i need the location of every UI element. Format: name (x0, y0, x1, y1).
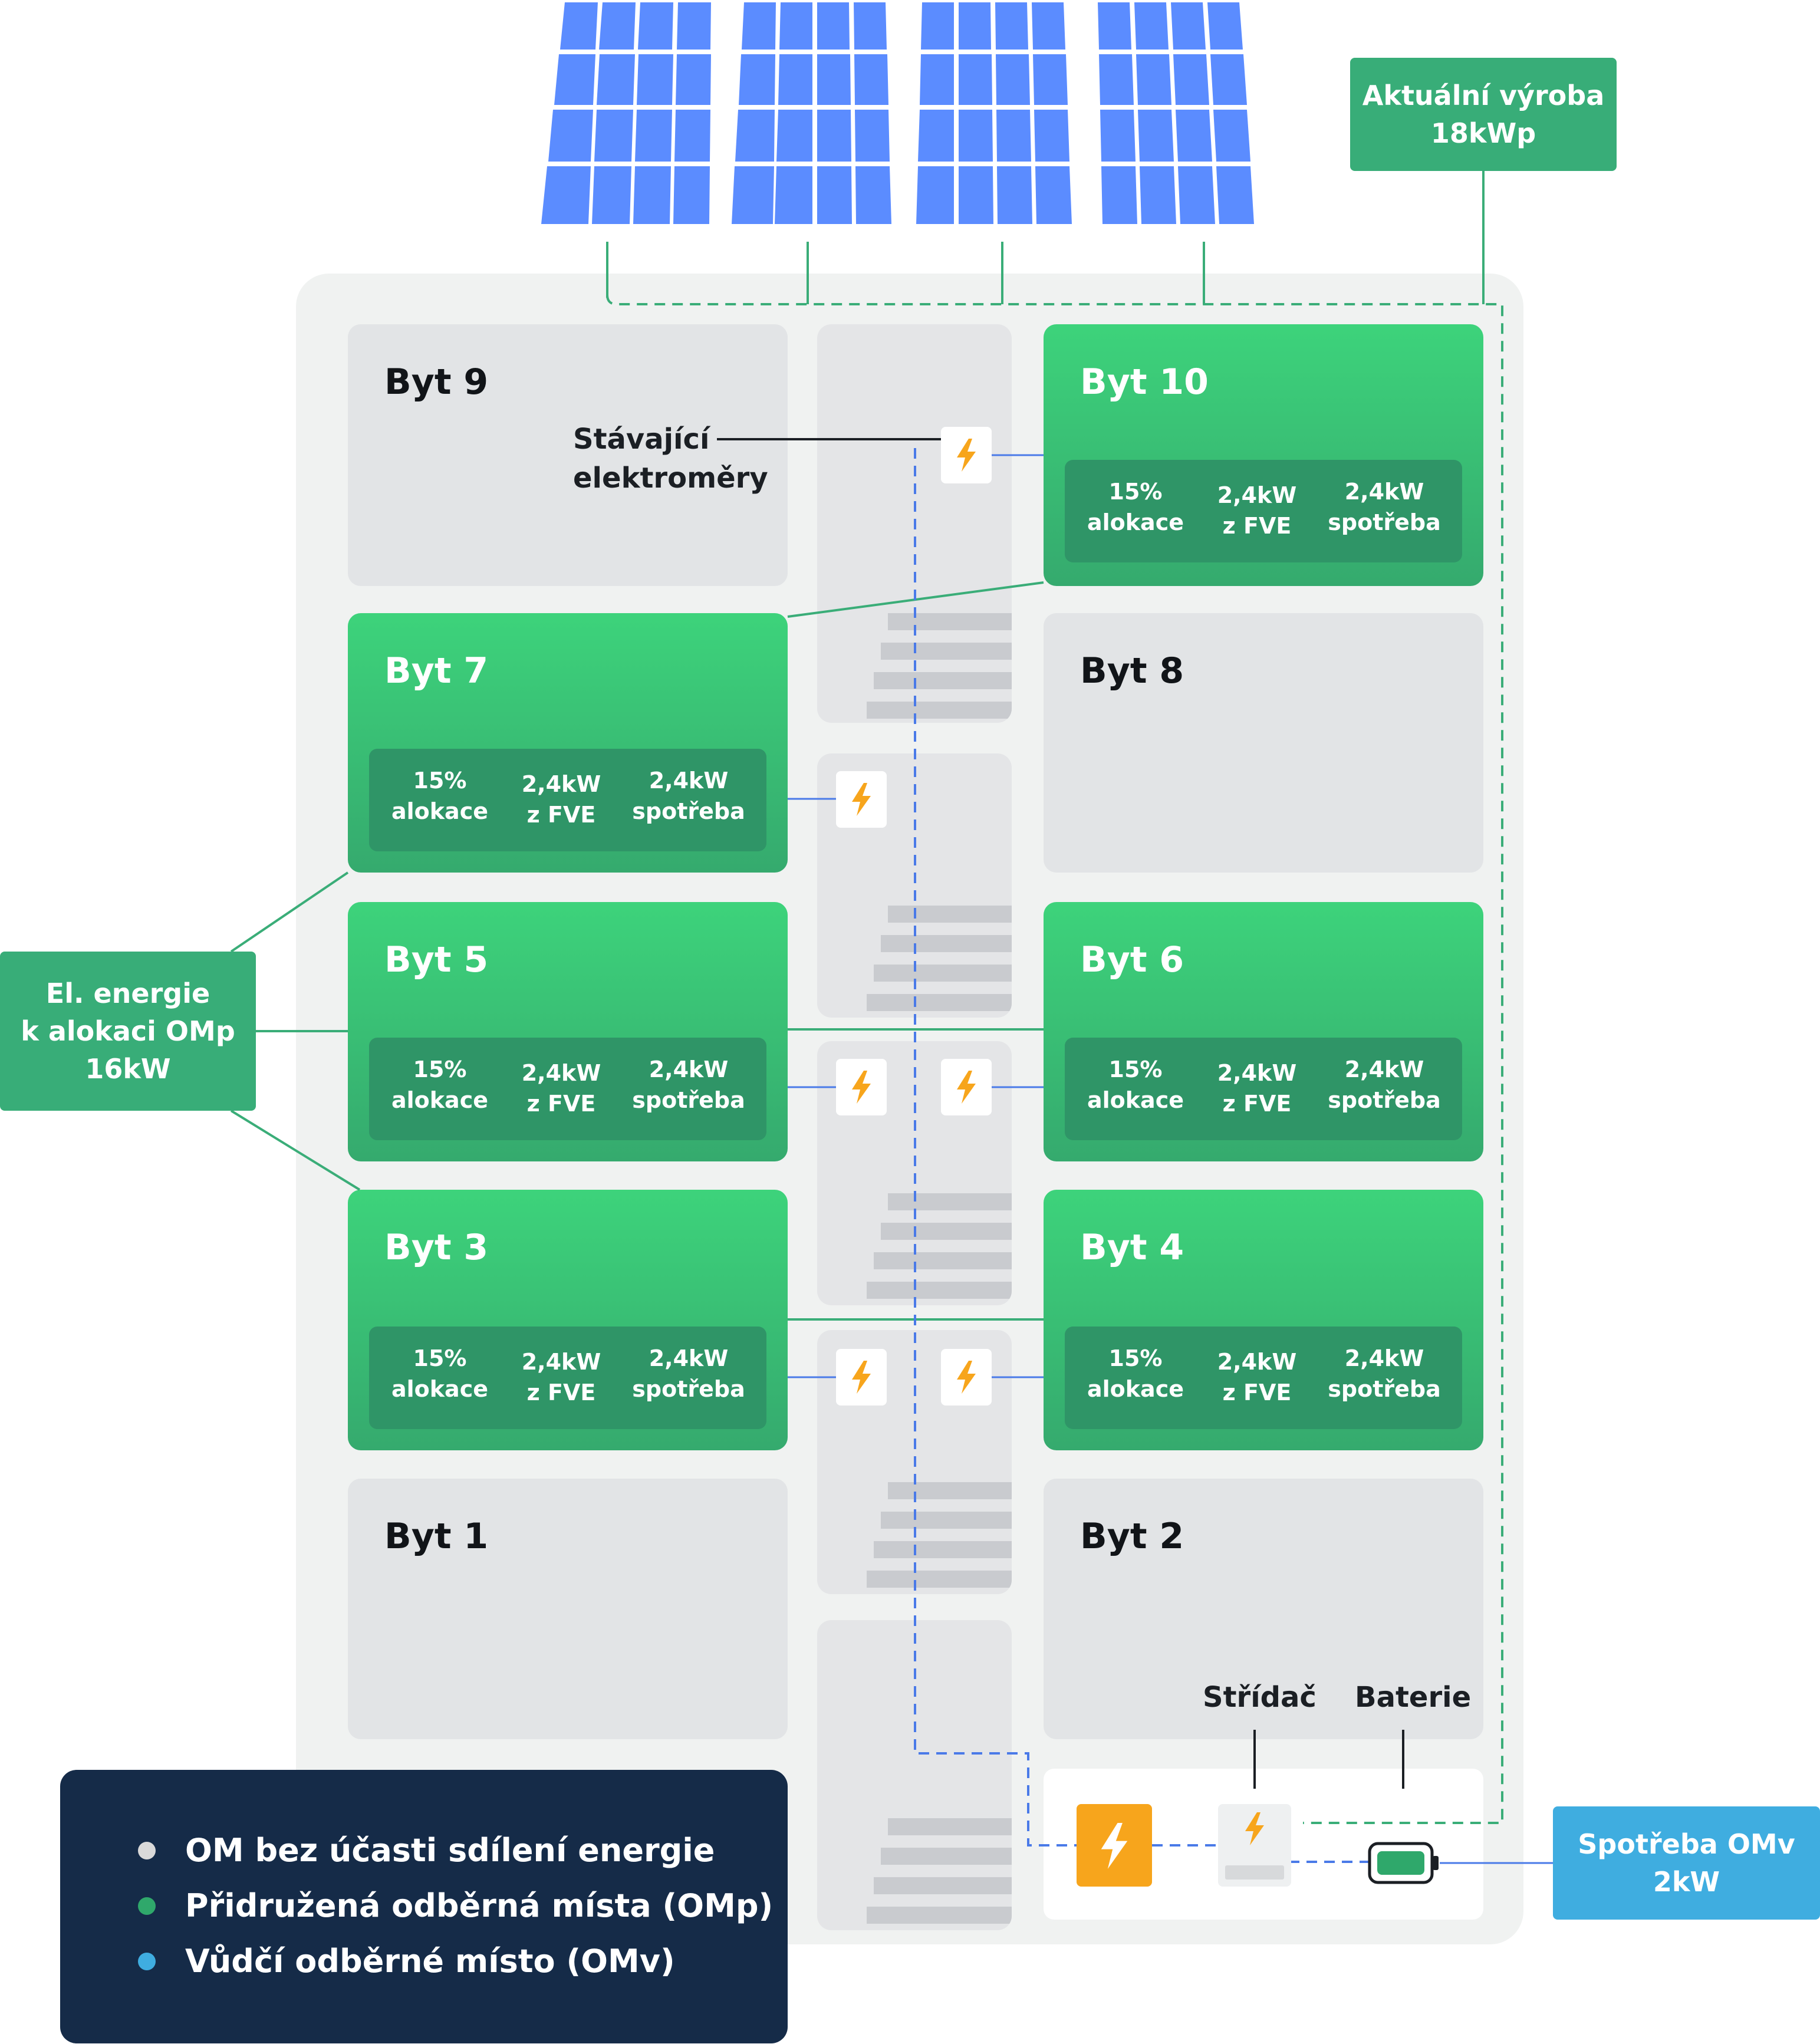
distribution-line (914, 448, 1080, 1846)
power-from-pv: 2,4kW z FVE (1217, 482, 1297, 539)
battery-icon (1368, 1842, 1439, 1884)
power-from-pv: 2,4kW z FVE (521, 771, 601, 828)
allocation-callout-text: El. energie k alokaci OMp 16kW (21, 977, 235, 1085)
apartment-title: Byt 10 (1080, 361, 1209, 403)
apartment-7: Byt 7 15% alokace 2,4kW z FVE 2,4kW spot… (348, 613, 788, 873)
solar-panel-1 (541, 2, 711, 224)
apartment-title: Byt 1 (384, 1516, 489, 1557)
inverter (1218, 1804, 1291, 1887)
electricity-meter (941, 1349, 992, 1406)
solar-panel-2 (732, 2, 891, 224)
power-consumption: 2,4kW spotřeba (1328, 1345, 1441, 1402)
legend: OM bez účasti sdílení energie Přidružená… (60, 1770, 788, 2043)
lightning-icon (957, 1361, 976, 1394)
allocation-line (230, 1110, 361, 1191)
production-callout: Aktuální výroba 18kWp (1350, 58, 1617, 171)
main-meter (1077, 1804, 1152, 1887)
legend-item: Přidružená odběrná místa (OMp) (138, 1884, 774, 1927)
allocation-share: 15% alokace (1087, 1345, 1184, 1402)
lightning-icon (852, 1361, 871, 1394)
apartment-1: Byt 1 (348, 1479, 788, 1739)
apartment-stats: 15% alokace 2,4kW z FVE 2,4kW spotřeba (369, 1327, 766, 1429)
apartment-title: Byt 2 (1080, 1516, 1184, 1557)
apartment-stats: 15% alokace 2,4kW z FVE 2,4kW spotřeba (1065, 1327, 1462, 1429)
apartment-stats: 15% alokace 2,4kW z FVE 2,4kW spotřeba (1065, 460, 1462, 562)
lightning-icon (957, 439, 976, 472)
apartment-stats: 15% alokace 2,4kW z FVE 2,4kW spotřeba (369, 749, 766, 851)
lightning-icon (852, 783, 871, 816)
electricity-meter (836, 1349, 887, 1406)
allocation-callout: El. energie k alokaci OMp 16kW (0, 952, 256, 1111)
power-consumption: 2,4kW spotřeba (1328, 479, 1441, 535)
apartment-title: Byt 5 (384, 939, 489, 980)
apartment-5: Byt 5 15% alokace 2,4kW z FVE 2,4kW spot… (348, 902, 788, 1161)
allocation-share: 15% alokace (391, 768, 488, 824)
inverter-label: Střídač (1203, 1681, 1317, 1714)
allocation-share: 15% alokace (1087, 479, 1184, 535)
apartment-2: Byt 2 (1044, 1479, 1483, 1739)
apartment-title: Byt 9 (384, 361, 489, 403)
solar-panels (541, 2, 1254, 224)
power-from-pv: 2,4kW z FVE (521, 1060, 601, 1117)
stairwell-top (817, 324, 1012, 723)
apartment-title: Byt 3 (384, 1227, 489, 1268)
consumption-callout-text: Spotřeba OMv 2kW (1578, 1828, 1795, 1898)
lightning-icon (957, 1071, 976, 1104)
legend-label: Přidružená odběrná místa (OMp) (185, 1887, 774, 1924)
apartment-title: Byt 8 (1080, 650, 1184, 692)
legend-label: Vůdčí odběrné místo (OMv) (185, 1942, 675, 1980)
legend-item: Vůdčí odběrné místo (OMv) (138, 1940, 675, 1982)
lightning-icon (1101, 1823, 1128, 1869)
apartment-title: Byt 4 (1080, 1227, 1184, 1268)
apartment-stats: 15% alokace 2,4kW z FVE 2,4kW spotřeba (369, 1038, 766, 1140)
allocation-line (230, 871, 349, 953)
lightning-icon (852, 1071, 871, 1104)
electricity-meter (836, 1059, 887, 1115)
power-from-pv: 2,4kW z FVE (1217, 1349, 1297, 1406)
electricity-meter (836, 771, 887, 828)
apartment-9: Byt 9 (348, 324, 788, 586)
legend-dot (138, 1897, 156, 1915)
apartment-8: Byt 8 (1044, 613, 1483, 873)
power-from-pv: 2,4kW z FVE (521, 1349, 601, 1406)
legend-dot (138, 1953, 156, 1970)
solar-panel-3 (916, 2, 1072, 224)
production-callout-text: Aktuální výroba 18kWp (1362, 80, 1605, 149)
consumption-callout: Spotřeba OMv 2kW (1553, 1806, 1820, 1920)
power-from-pv: 2,4kW z FVE (1217, 1060, 1297, 1117)
apartment-10: Byt 10 15% alokace 2,4kW z FVE 2,4kW spo… (1044, 324, 1483, 586)
electricity-meter (941, 1059, 992, 1115)
apartment-4: Byt 4 15% alokace 2,4kW z FVE 2,4kW spot… (1044, 1190, 1483, 1450)
apartment-6: Byt 6 15% alokace 2,4kW z FVE 2,4kW spot… (1044, 902, 1483, 1161)
legend-item: OM bez účasti sdílení energie (138, 1829, 715, 1871)
solar-panel-4 (1098, 2, 1254, 224)
electricity-meter (941, 427, 992, 483)
power-consumption: 2,4kW spotřeba (1328, 1056, 1441, 1113)
power-consumption: 2,4kW spotřeba (632, 768, 745, 824)
allocation-share: 15% alokace (391, 1345, 488, 1402)
apartment-3: Byt 3 15% alokace 2,4kW z FVE 2,4kW spot… (348, 1190, 788, 1450)
battery-label: Baterie (1355, 1681, 1472, 1714)
lightning-icon (1245, 1812, 1264, 1845)
apartment-title: Byt 7 (384, 650, 489, 692)
allocation-share: 15% alokace (391, 1056, 488, 1113)
apartment-title: Byt 6 (1080, 939, 1184, 980)
legend-label: OM bez účasti sdílení energie (185, 1831, 715, 1869)
power-consumption: 2,4kW spotřeba (632, 1345, 745, 1402)
allocation-share: 15% alokace (1087, 1056, 1184, 1113)
legend-dot (138, 1842, 156, 1859)
power-consumption: 2,4kW spotřeba (632, 1056, 745, 1113)
existing-meters-label: Stávající elektroměry (573, 423, 768, 495)
apartment-stats: 15% alokace 2,4kW z FVE 2,4kW spotřeba (1065, 1038, 1462, 1140)
